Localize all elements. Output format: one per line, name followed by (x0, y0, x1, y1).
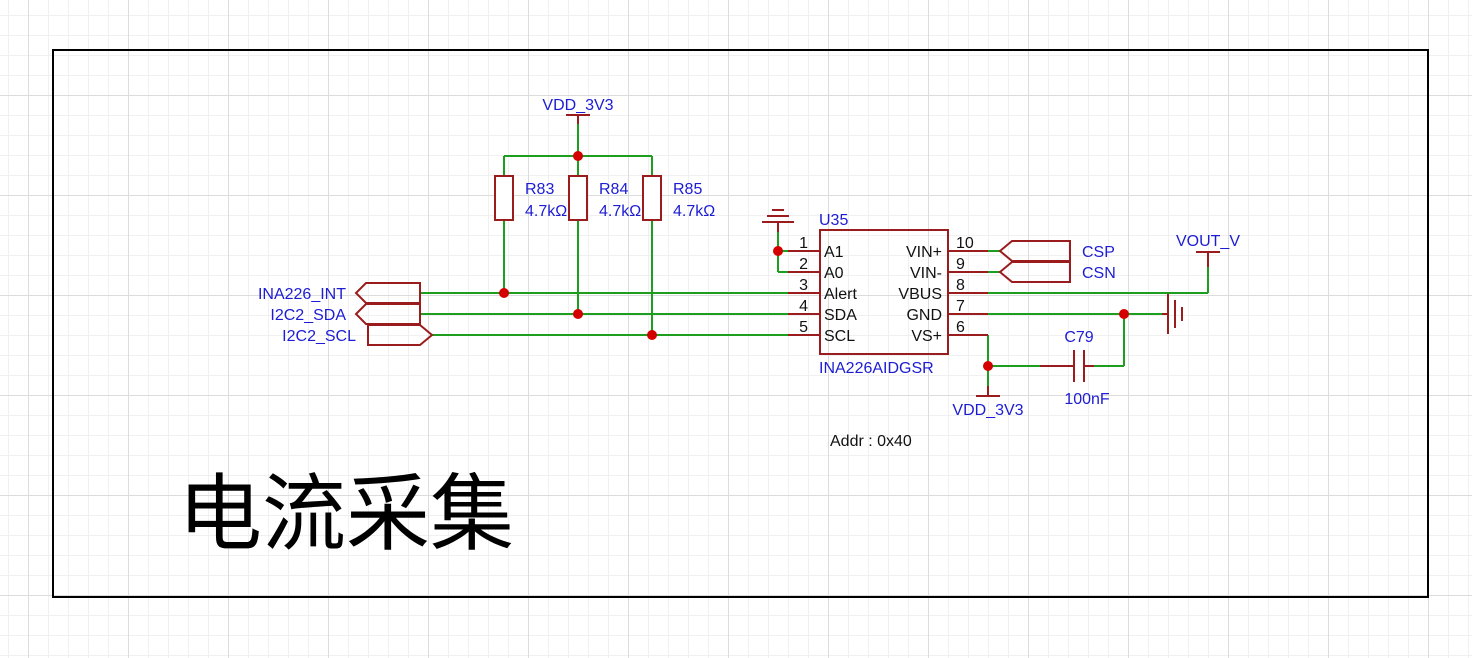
ic-pins (788, 250, 988, 336)
vdd-label-top: VDD_3V3 (542, 97, 613, 114)
ground-icon (1162, 294, 1183, 334)
net-label-right: CSN (1082, 265, 1116, 282)
resistor-value: 4.7kΩ (525, 203, 567, 220)
wires (420, 118, 1209, 392)
net-port-csn[interactable] (998, 261, 1071, 283)
resistor-ref: R84 (599, 181, 628, 198)
resistor-r85[interactable] (642, 175, 662, 221)
pin-number: 7 (956, 298, 965, 315)
capacitor-c79[interactable] (1040, 350, 1094, 382)
resistor-value: 4.7kΩ (599, 203, 641, 220)
resistor-ref: R85 (673, 181, 702, 198)
resistor-r83[interactable] (494, 175, 514, 221)
resistor-r84[interactable] (568, 175, 588, 221)
vout-symbol[interactable] (1196, 251, 1220, 267)
resistor-ref: R83 (525, 181, 554, 198)
vdd-label-bottom: VDD_3V3 (952, 402, 1023, 419)
vdd-symbol-top[interactable] (566, 114, 590, 124)
net-label-left: I2C2_SDA (270, 307, 346, 324)
pin-name: VIN- (910, 265, 942, 282)
pin-name: SDA (824, 307, 857, 324)
pin-name: VS+ (911, 328, 942, 345)
net-label-left: INA226_INT (258, 286, 346, 303)
pin-name: A0 (824, 265, 844, 282)
pin-number: 3 (799, 277, 808, 294)
net-port-i2c2-sda[interactable] (354, 303, 421, 325)
pin-name: SCL (824, 328, 855, 345)
pin-number: 10 (956, 235, 974, 252)
pin-number: 8 (956, 277, 965, 294)
vdd-symbol-bottom[interactable] (976, 386, 1000, 397)
ic-ref: U35 (819, 212, 848, 229)
pin-number: 2 (799, 256, 808, 273)
capacitor-ref: C79 (1064, 329, 1093, 346)
pin-name: Alert (824, 286, 857, 303)
net-port-csp[interactable] (998, 240, 1071, 262)
net-port-i2c2-scl[interactable] (367, 324, 434, 346)
address-note: Addr : 0x40 (830, 433, 912, 450)
ic-body[interactable] (819, 229, 949, 355)
ground-icon (762, 209, 794, 232)
pin-number: 6 (956, 319, 965, 336)
ic-part-number: INA226AIDGSR (819, 360, 934, 377)
pin-number: 1 (799, 235, 808, 252)
pin-name: VBUS (898, 286, 942, 303)
resistor-value: 4.7kΩ (673, 203, 715, 220)
sheet-border (52, 49, 1429, 598)
vout-label: VOUT_V (1176, 233, 1240, 250)
pin-number: 4 (799, 298, 808, 315)
net-label-right: CSP (1082, 244, 1115, 261)
pin-number: 9 (956, 256, 965, 273)
junction-dots (499, 151, 1129, 371)
pin-number: 5 (799, 319, 808, 336)
net-label-left: I2C2_SCL (282, 328, 356, 345)
net-port-ina226-int[interactable] (354, 282, 421, 304)
capacitor-value: 100nF (1064, 391, 1110, 408)
pin-name: GND (906, 307, 942, 324)
pin-name: VIN+ (906, 244, 942, 261)
pin-name: A1 (824, 244, 844, 261)
sheet-title: 电流采集 (178, 465, 514, 563)
